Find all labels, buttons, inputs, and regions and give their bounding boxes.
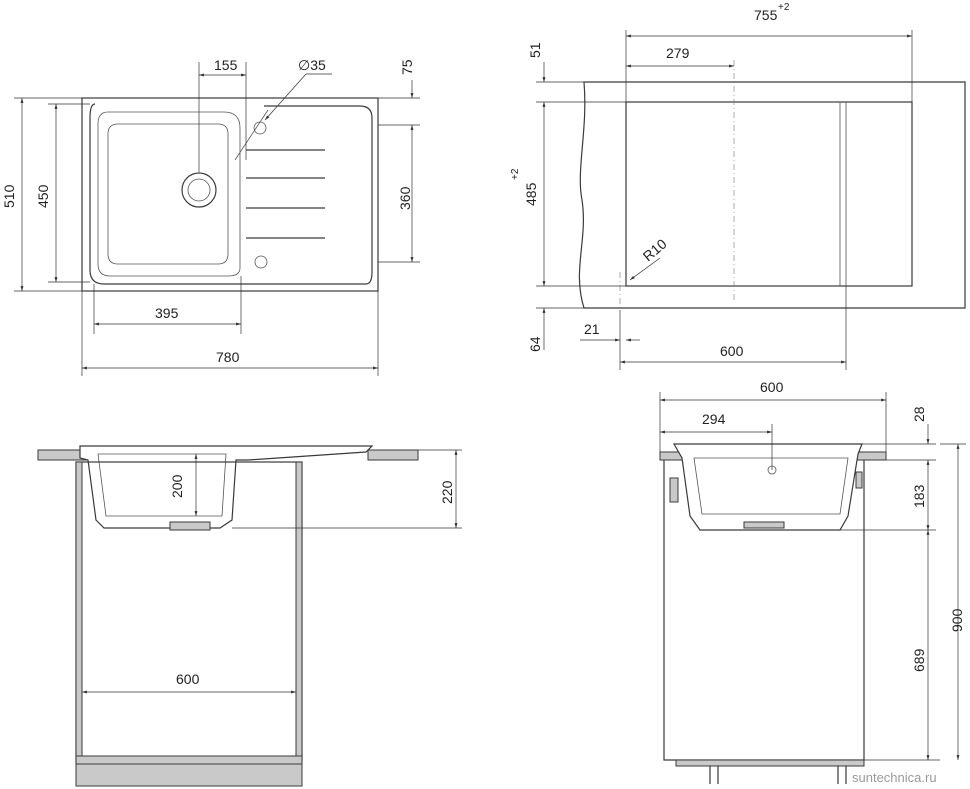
- drain-inner: [187, 178, 211, 202]
- dim-220: 220: [439, 480, 455, 504]
- dim-900: 900: [949, 608, 965, 632]
- dim-485: 485: [523, 182, 539, 206]
- dim-485-tol: +2: [510, 168, 521, 180]
- cutout-view: 755 +2 279 51 485 +2 R10 64 21 600: [510, 2, 966, 370]
- bowl-inner: [107, 123, 229, 265]
- sink-inner-rim: [89, 103, 373, 285]
- dim-780: 780: [216, 349, 240, 365]
- dim-r10: R10: [640, 235, 670, 264]
- overflow-hole: [254, 255, 268, 269]
- sink-profile: [79, 445, 374, 529]
- dim-755-tol: +2: [778, 2, 790, 13]
- dim-front-cabinet-600: 600: [176, 671, 200, 687]
- sink-outline: [81, 97, 379, 292]
- dim-200: 200: [169, 474, 185, 498]
- cutout-rect: [625, 101, 913, 287]
- drain-outer: [181, 172, 217, 208]
- dim-360: 360: [397, 186, 413, 210]
- dim-28: 28: [911, 406, 927, 422]
- dim-689: 689: [911, 648, 927, 672]
- dim-21: 21: [584, 321, 600, 337]
- dim-51: 51: [527, 42, 543, 58]
- dim-183: 183: [911, 484, 927, 508]
- dim-side-600: 600: [760, 379, 784, 395]
- dim-75: 75: [399, 59, 415, 75]
- countertop-outline: [578, 81, 966, 309]
- bowl-outer: [97, 111, 241, 277]
- dim-450: 450: [35, 184, 51, 208]
- sink-profile-side: [672, 443, 863, 531]
- dim-cutout-600: 600: [720, 343, 744, 359]
- dim-510: 510: [1, 184, 17, 208]
- side-section: 600 294 28 183 689 900: [659, 379, 966, 784]
- dim-294: 294: [702, 411, 726, 427]
- watermark: suntechnica.ru: [852, 770, 937, 785]
- dim-155: 155: [214, 57, 238, 73]
- dim-395: 395: [155, 305, 179, 321]
- dim-279: 279: [666, 45, 690, 61]
- dim-diameter-35: ∅35: [298, 57, 326, 73]
- dim-755: 755: [754, 7, 778, 23]
- front-section: 200 220 600: [37, 445, 462, 787]
- dim-64: 64: [527, 336, 543, 352]
- top-view: 155 ∅35 75 360 510 450 395 780: [1, 57, 420, 376]
